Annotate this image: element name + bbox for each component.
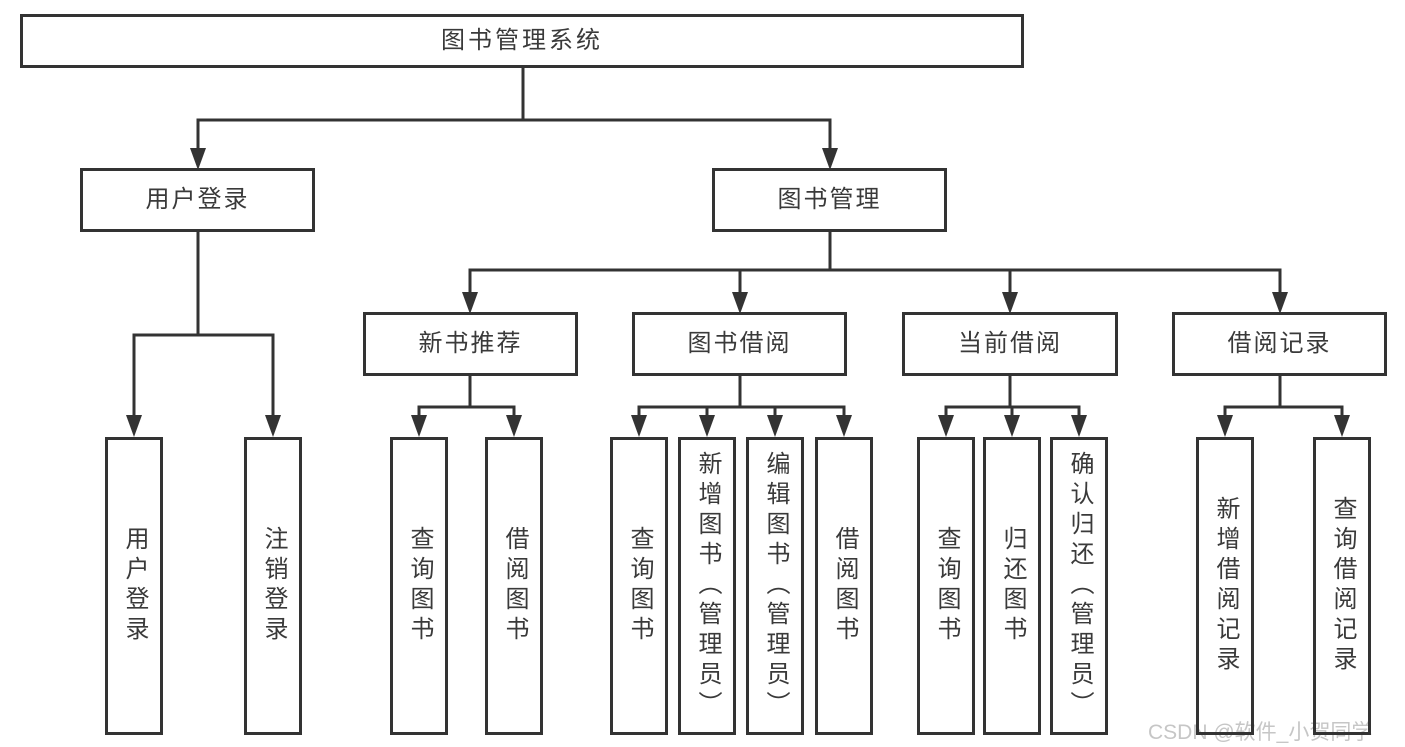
leaf-borrow-books-recommendation: 借阅图书 [485,437,543,735]
node-label: 用户登录 [145,186,250,213]
node-label: 借阅记录 [1227,330,1332,357]
node-new-book-recommendation: 新书推荐 [363,312,578,376]
connector-current-borrowing-leaves [944,376,1081,418]
node-user-login: 用户登录 [80,168,315,232]
leaf-query-books-current: 查询图书 [917,437,975,735]
connector-new-book-recommendation-leaves [417,376,516,418]
node-label: 查询图书 [933,526,960,646]
node-label: 新增图书（管理员） [694,451,721,721]
leaf-user-login: 用户登录 [105,437,163,735]
arrowheads-user-login-leaves [126,415,281,437]
node-label: 归还图书 [999,526,1026,646]
leaf-logout: 注销登录 [244,437,302,735]
node-label: 用户登录 [121,526,148,646]
node-library-management-system: 图书管理系统 [20,14,1024,68]
leaf-query-books-borrowing: 查询图书 [610,437,668,735]
connector-root-to-level2 [196,67,832,152]
node-label: 确认归还（管理员） [1066,451,1093,721]
leaf-borrow-books-borrowing: 借阅图书 [815,437,873,735]
node-label: 借阅图书 [831,526,858,646]
leaf-query-books-recommendation: 查询图书 [390,437,448,735]
node-label: 查询借阅记录 [1329,496,1356,676]
connector-book-management-to-level3 [468,232,1282,296]
leaf-confirm-return-admin: 确认归还（管理员） [1050,437,1108,735]
node-label: 查询图书 [406,526,433,646]
node-label: 新书推荐 [418,330,523,357]
node-book-borrowing: 图书借阅 [632,312,847,376]
leaf-edit-book-admin: 编辑图书（管理员） [746,437,804,735]
node-borrowing-records: 借阅记录 [1172,312,1387,376]
connector-user-login-to-leaves [132,232,275,418]
node-label: 图书管理系统 [441,27,603,54]
connector-borrowing-records-leaves [1223,376,1344,418]
node-label: 编辑图书（管理员） [762,451,789,721]
node-label: 图书管理 [777,186,882,213]
node-label: 新增借阅记录 [1212,496,1239,676]
node-label: 查询图书 [626,526,653,646]
connector-book-borrowing-leaves [637,376,846,418]
arrowheads-level3 [462,292,1288,314]
node-label: 注销登录 [260,526,287,646]
arrowheads-leaves [411,415,1350,437]
node-label: 借阅图书 [501,526,528,646]
leaf-query-borrow-record: 查询借阅记录 [1313,437,1371,735]
node-current-borrowing: 当前借阅 [902,312,1118,376]
leaf-add-borrow-record: 新增借阅记录 [1196,437,1254,735]
leaf-add-book-admin: 新增图书（管理员） [678,437,736,735]
watermark: CSDN @软件_小贺同学 [1148,721,1373,744]
leaf-return-books: 归还图书 [983,437,1041,735]
arrowheads-level2 [190,148,838,170]
node-book-management: 图书管理 [712,168,947,232]
node-label: 当前借阅 [958,330,1062,357]
node-label: 图书借阅 [687,330,792,357]
